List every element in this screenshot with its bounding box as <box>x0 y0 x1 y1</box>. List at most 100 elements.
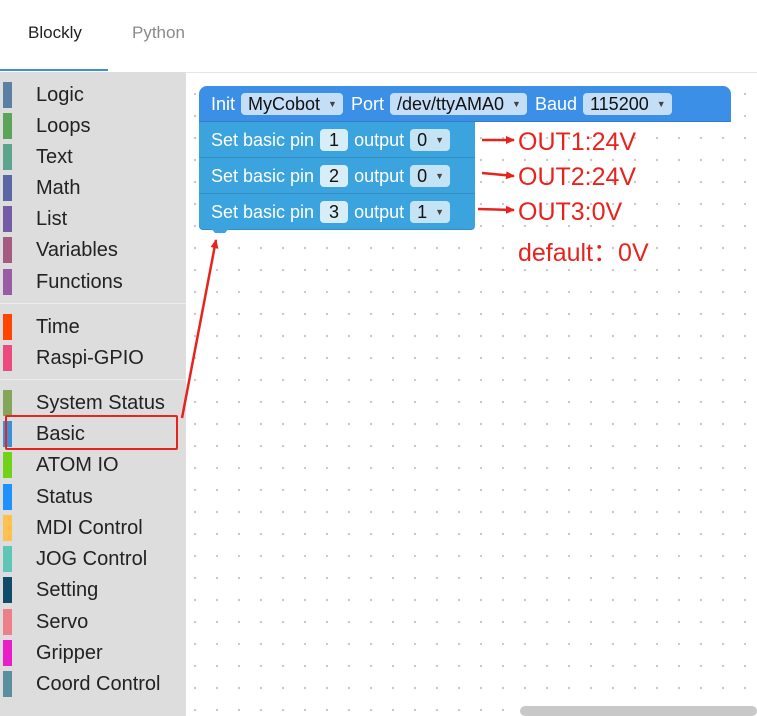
category-color-stripe <box>3 452 12 478</box>
dropdown-arrow-icon: ▼ <box>435 171 445 181</box>
category-color-stripe <box>3 237 12 263</box>
category-label: List <box>36 208 68 230</box>
category-label: Raspi-GPIO <box>36 347 144 369</box>
category-label: Math <box>36 177 81 199</box>
category-color-stripe <box>3 546 12 572</box>
output-label: output <box>354 165 405 186</box>
category-label: System Status <box>36 392 165 414</box>
dropdown-arrow-icon: ▼ <box>435 207 445 217</box>
category-color-stripe <box>3 175 12 201</box>
pin-number-field[interactable]: 3 <box>320 201 349 223</box>
output-value: 1 <box>417 201 428 222</box>
active-tab-indicator <box>0 69 108 71</box>
category-loops[interactable]: Loops <box>0 110 186 141</box>
category-coord-control[interactable]: Coord Control <box>0 668 186 699</box>
category-color-stripe <box>3 269 12 295</box>
category-list[interactable]: List <box>0 203 186 234</box>
pin-number-field[interactable]: 1 <box>320 129 349 151</box>
category-color-stripe <box>3 144 12 170</box>
category-text[interactable]: Text <box>0 141 186 172</box>
dropdown-arrow-icon: ▼ <box>328 99 337 109</box>
category-label: Basic <box>36 423 85 445</box>
category-label: Servo <box>36 611 89 633</box>
annotation-out3: OUT3:0V <box>518 198 623 226</box>
set-pin-label: Set basic pin <box>211 201 315 222</box>
category-setting[interactable]: Setting <box>0 574 186 605</box>
robot-dropdown[interactable]: MyCobot ▼ <box>241 93 343 115</box>
category-color-stripe <box>3 640 12 666</box>
robot-value: MyCobot <box>248 93 321 114</box>
set-pin-label: Set basic pin <box>211 165 315 186</box>
category-color-stripe <box>3 113 12 139</box>
dropdown-arrow-icon: ▼ <box>656 99 666 109</box>
baud-label: Baud <box>534 93 577 114</box>
category-label: Loops <box>36 115 91 137</box>
output-label: output <box>354 129 405 150</box>
output-dropdown[interactable]: 0▼ <box>410 165 451 187</box>
init-block-row: Init MyCobot ▼ Port /dev/ttyAMA0 ▼ Baud 11… <box>211 86 680 122</box>
dropdown-arrow-icon: ▼ <box>512 99 521 109</box>
category-mdi-control[interactable]: MDI Control <box>0 512 186 543</box>
port-value: /dev/ttyAMA0 <box>396 93 505 114</box>
category-basic[interactable]: Basic <box>0 418 186 449</box>
category-label: MDI Control <box>36 517 143 539</box>
category-color-stripe <box>3 577 12 603</box>
category-status[interactable]: Status <box>0 481 186 512</box>
tab-blockly[interactable]: Blockly <box>28 23 82 42</box>
category-color-stripe <box>3 671 12 697</box>
category-color-stripe <box>3 314 12 340</box>
workspace-horizontal-scrollbar[interactable] <box>520 706 757 716</box>
category-system-status[interactable]: System Status <box>0 387 186 418</box>
output-label: output <box>354 201 405 222</box>
category-jog-control[interactable]: JOG Control <box>0 543 186 574</box>
block-bottom-notch <box>199 228 239 233</box>
category-label: Functions <box>36 271 123 293</box>
category-gripper[interactable]: Gripper <box>0 637 186 668</box>
category-color-stripe <box>3 82 12 108</box>
set-pin-label: Set basic pin <box>211 129 315 150</box>
output-dropdown[interactable]: 0▼ <box>410 129 451 151</box>
category-color-stripe <box>3 345 12 371</box>
set-pin-row: Set basic pin 3 output 1▼ <box>211 194 458 230</box>
set-basic-pin-block[interactable]: Set basic pin 2 output 0▼ <box>199 158 475 194</box>
category-functions[interactable]: Functions <box>0 266 186 297</box>
basic-category-highlight <box>5 415 178 450</box>
category-time[interactable]: Time <box>0 311 186 342</box>
set-basic-pin-block[interactable]: Set basic pin 1 output 0▼ <box>199 122 475 158</box>
category-color-stripe <box>3 390 12 416</box>
category-label: Text <box>36 146 73 168</box>
init-label: Init <box>211 93 236 114</box>
category-color-stripe <box>3 206 12 232</box>
category-atom-io[interactable]: ATOM IO <box>0 449 186 480</box>
baud-value: 115200 <box>590 93 649 114</box>
category-raspi-gpio[interactable]: Raspi-GPIO <box>0 342 186 373</box>
toolbox-separator <box>0 379 186 380</box>
tab-python[interactable]: Python <box>132 23 185 42</box>
output-value: 0 <box>417 165 428 186</box>
category-label: Coord Control <box>36 673 161 695</box>
dropdown-arrow-icon: ▼ <box>435 135 445 145</box>
port-label: Port <box>350 93 384 114</box>
category-variables[interactable]: Variables <box>0 234 186 265</box>
annotation-out2: OUT2:24V <box>518 163 637 191</box>
category-label: Variables <box>36 239 118 261</box>
init-block[interactable]: Init MyCobot ▼ Port /dev/ttyAMA0 ▼ Baud 11… <box>199 86 731 122</box>
category-servo[interactable]: Servo <box>0 606 186 637</box>
port-dropdown[interactable]: /dev/ttyAMA0 ▼ <box>389 93 527 115</box>
output-dropdown[interactable]: 1▼ <box>410 201 451 223</box>
category-label: JOG Control <box>36 548 148 570</box>
pin-number-field[interactable]: 2 <box>320 165 349 187</box>
category-label: Time <box>36 316 80 338</box>
set-pin-row: Set basic pin 2 output 0▼ <box>211 158 458 194</box>
category-label: ATOM IO <box>36 454 119 476</box>
baud-dropdown[interactable]: 115200 ▼ <box>583 93 672 115</box>
set-basic-pin-block[interactable]: Set basic pin 3 output 1▼ <box>199 194 475 230</box>
set-pin-row: Set basic pin 1 output 0▼ <box>211 122 458 158</box>
category-logic[interactable]: Logic <box>0 79 186 110</box>
output-value: 0 <box>417 129 428 150</box>
category-label: Gripper <box>36 642 103 664</box>
category-color-stripe <box>3 421 12 447</box>
category-color-stripe <box>3 609 12 635</box>
category-label: Status <box>36 486 93 508</box>
category-math[interactable]: Math <box>0 172 186 203</box>
